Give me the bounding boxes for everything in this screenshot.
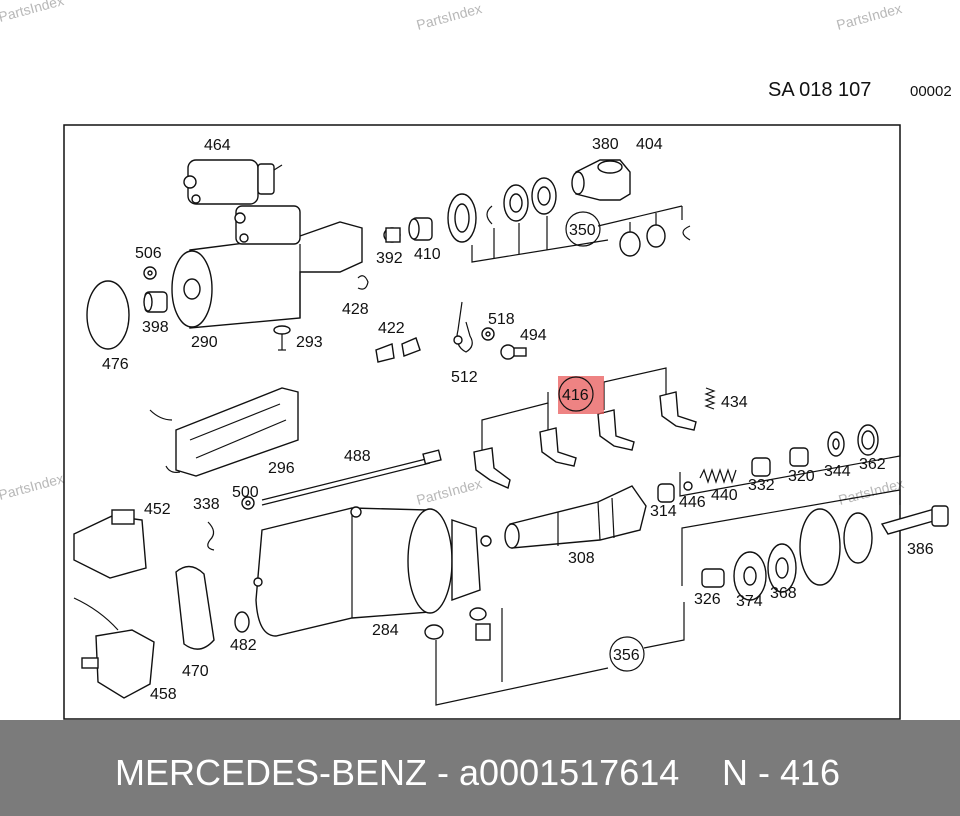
label-440[interactable]: 440: [711, 487, 738, 504]
callout-416: [558, 376, 594, 412]
footer-brand-article: MERCEDES-BENZ - a0001517614: [115, 752, 680, 793]
drawing-code: SA 018 107: [768, 79, 871, 101]
part-326-bushing[interactable]: [701, 568, 725, 588]
part-452-terminal[interactable]: [73, 509, 147, 579]
part-428-clip[interactable]: [357, 275, 369, 290]
drawing-sheet: 00002: [910, 83, 952, 100]
label-338[interactable]: 338: [193, 496, 220, 513]
watermark: PartsIndex: [415, 0, 484, 33]
callout-350: [565, 211, 601, 247]
part-344-ring[interactable]: [827, 431, 845, 457]
part-410-bushing[interactable]: [408, 217, 433, 241]
part-356-nut-set[interactable]: [424, 602, 685, 706]
footer-bar: [0, 720, 960, 816]
label-518[interactable]: 518: [488, 311, 515, 328]
part-416-brush-set[interactable]: [473, 367, 697, 489]
label-374[interactable]: 374: [736, 593, 763, 610]
label-410[interactable]: 410: [414, 246, 441, 263]
label-452[interactable]: 452: [144, 501, 171, 518]
watermark: PartsIndex: [0, 0, 65, 25]
label-416[interactable]: 416: [562, 387, 589, 404]
part-o-ring-large[interactable]: [799, 508, 873, 586]
part-338-clip[interactable]: [207, 521, 215, 551]
label-362[interactable]: 362: [859, 456, 886, 473]
part-362-bracket: [679, 430, 901, 497]
label-314[interactable]: 314: [650, 503, 677, 520]
callout-356: [609, 636, 645, 672]
label-404[interactable]: 404: [636, 136, 663, 153]
label-458[interactable]: 458: [150, 686, 177, 703]
label-428[interactable]: 428: [342, 301, 369, 318]
label-332[interactable]: 332: [748, 477, 775, 494]
label-368[interactable]: 368: [770, 585, 797, 602]
part-332-bushing[interactable]: [751, 457, 771, 477]
label-392[interactable]: 392: [376, 250, 403, 267]
parts-diagram: PartsIndex PartsIndex PartsIndex PartsIn…: [0, 0, 952, 720]
label-512[interactable]: 512: [451, 369, 478, 386]
part-434-spring[interactable]: [704, 387, 716, 410]
part-368-plate[interactable]: [767, 543, 797, 593]
label-446[interactable]: 446: [679, 494, 706, 511]
label-434[interactable]: 434: [721, 394, 748, 411]
part-500-washer[interactable]: [241, 496, 255, 510]
part-392-bushing[interactable]: [383, 227, 401, 243]
part-482-washer[interactable]: [234, 611, 250, 633]
label-293[interactable]: 293: [296, 334, 323, 351]
label-398[interactable]: 398: [142, 319, 169, 336]
label-296[interactable]: 296: [268, 460, 295, 477]
label-356[interactable]: 356: [613, 647, 640, 664]
part-458-relay[interactable]: [73, 597, 155, 699]
part-488-through-bolt[interactable]: [261, 449, 442, 506]
part-374-plate[interactable]: [733, 551, 767, 601]
part-350-ring-set[interactable]: [447, 177, 691, 263]
label-308[interactable]: 308: [568, 550, 595, 567]
part-470-gasket[interactable]: [175, 565, 215, 650]
part-518-washer[interactable]: [481, 327, 495, 341]
diagram-frame: [63, 124, 901, 720]
part-512-bracket[interactable]: [453, 301, 473, 353]
part-290-starter[interactable]: [171, 205, 363, 329]
part-422-clamps[interactable]: [375, 337, 421, 363]
label-290[interactable]: 290: [191, 334, 218, 351]
label-500[interactable]: 500: [232, 484, 259, 501]
part-446-ball[interactable]: [683, 481, 693, 491]
label-464[interactable]: 464: [204, 137, 231, 154]
label-326[interactable]: 326: [694, 591, 721, 608]
part-506-washer[interactable]: [143, 266, 157, 280]
label-494[interactable]: 494: [520, 327, 547, 344]
label-350[interactable]: 350: [569, 222, 596, 239]
part-494-screw[interactable]: [500, 344, 527, 360]
part-476-ring[interactable]: [86, 280, 130, 350]
label-344[interactable]: 344: [824, 463, 851, 480]
part-386-shaft[interactable]: [880, 505, 949, 535]
label-476[interactable]: 476: [102, 356, 129, 373]
part-296-field-coil[interactable]: [149, 387, 299, 477]
part-464-solenoid[interactable]: [183, 159, 283, 205]
footer-part-number: N - 416: [722, 752, 841, 793]
part-308-armature[interactable]: [504, 485, 647, 549]
watermark: PartsIndex: [0, 470, 65, 503]
label-320[interactable]: 320: [788, 468, 815, 485]
label-506[interactable]: 506: [135, 245, 162, 262]
label-380[interactable]: 380: [592, 136, 619, 153]
part-314-bushing[interactable]: [657, 483, 675, 503]
part-284-housing[interactable]: [253, 506, 492, 637]
label-422[interactable]: 422: [378, 320, 405, 337]
label-284[interactable]: 284: [372, 622, 399, 639]
watermark: PartsIndex: [837, 475, 906, 508]
part-320-bushing[interactable]: [789, 447, 809, 467]
part-398-bushing[interactable]: [143, 291, 168, 313]
part-293-screw[interactable]: [273, 325, 291, 351]
part-440-spring[interactable]: [699, 468, 737, 484]
part-386-bracket: [681, 489, 901, 586]
label-386[interactable]: 386: [907, 541, 934, 558]
label-470[interactable]: 470: [182, 663, 209, 680]
watermark: PartsIndex: [835, 0, 904, 33]
watermark: PartsIndex: [415, 475, 484, 508]
part-362-ring[interactable]: [857, 424, 879, 456]
part-380-pinion-drive[interactable]: [571, 159, 631, 201]
label-482[interactable]: 482: [230, 637, 257, 654]
label-488[interactable]: 488: [344, 448, 371, 465]
